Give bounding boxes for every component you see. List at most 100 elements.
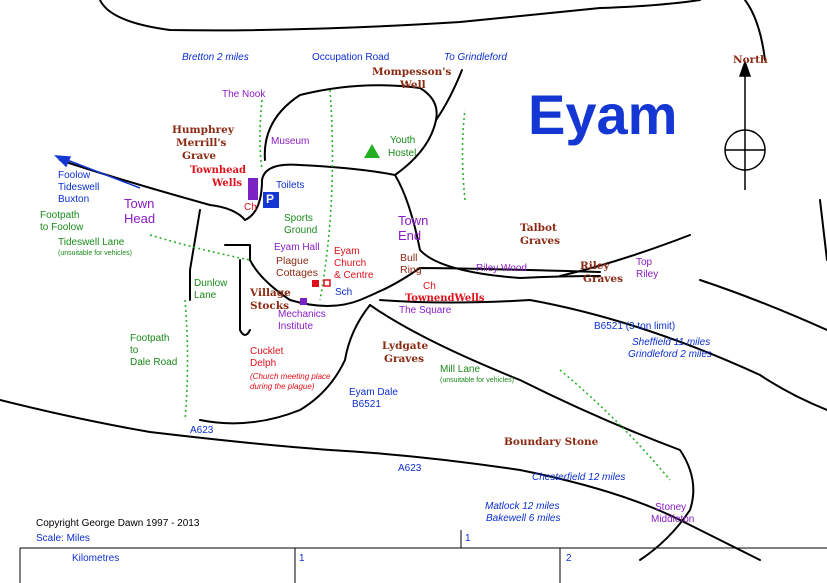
label-the-square: The Square	[399, 305, 452, 316]
label-dunlow-lane: Lane	[194, 290, 217, 301]
foolow-arrow	[54, 155, 141, 189]
label-to-dale: to	[130, 345, 139, 356]
label-dunlow: Dunlow	[194, 278, 228, 289]
copyright-text: Copyright George Dawn 1997 - 2013	[36, 518, 200, 529]
road-edge-right	[819, 199, 827, 261]
label-townend-wells: TownendWells	[405, 293, 485, 304]
label-bull: Bull	[400, 252, 418, 264]
label-tideswell-lane: Tideswell Lane	[58, 237, 125, 248]
map-title: Eyam	[528, 83, 678, 146]
label-chesterfield: Chesterfield 12 miles	[532, 472, 626, 483]
label-top-riley: Riley	[636, 269, 659, 280]
label-cucklet: Cucklet	[250, 346, 284, 357]
label-ch-left: Ch	[244, 202, 257, 213]
label-townhead-wells: Wells	[212, 178, 243, 189]
road-mill-lane	[369, 304, 695, 561]
wells-marker	[248, 178, 258, 200]
label-talbot-graves: Graves	[520, 235, 560, 247]
parking-box	[263, 192, 279, 208]
label-dale-road: Dale Road	[130, 357, 178, 368]
label-b6521-limit: B6521 (3 ton limit)	[594, 321, 676, 332]
scale-miles-label: Scale: Miles	[36, 533, 90, 544]
scale-km-label: Kilometres	[72, 553, 120, 564]
footpath-central	[319, 89, 334, 301]
label-eyam-hall: Eyam Hall	[274, 242, 320, 253]
scale-miles-tick-1: 1	[465, 533, 471, 544]
label-village: Village	[250, 287, 291, 299]
label-sheffield: Sheffield 11 miles	[632, 337, 711, 348]
label-ground: Ground	[284, 225, 318, 236]
label-grave: Grave	[182, 150, 217, 162]
label-tideswell: Tideswell	[58, 182, 100, 193]
label-buxton: Buxton	[58, 194, 90, 205]
label-head: Head	[124, 211, 156, 226]
label-cucklet-note1: (Church meeting place	[250, 372, 331, 381]
label-occupation-road: Occupation Road	[312, 52, 390, 63]
label-bakewell: Bakewell 6 miles	[486, 513, 561, 524]
label-riley-graves: Graves	[583, 273, 623, 285]
label-ch-right: Ch	[423, 281, 436, 292]
label-talbot: Talbot	[520, 222, 557, 234]
label-foolow: Foolow	[58, 170, 91, 181]
road-dale	[199, 304, 371, 425]
footpath-foolow	[149, 234, 251, 261]
label-a623-mid: A623	[398, 463, 422, 474]
label-lydgate: Lydgate	[382, 340, 429, 352]
label-matlock: Matlock 12 miles	[485, 501, 560, 512]
label-town-end: Town	[398, 213, 429, 228]
label-bretton: Bretton 2 miles	[182, 52, 249, 63]
label-footpath-foolow: Footpath	[40, 210, 80, 221]
road-stocks-lane	[239, 259, 251, 336]
footpath-right	[461, 109, 466, 201]
label-church: Church	[334, 258, 367, 269]
road-foolow	[59, 159, 246, 221]
label-mompessons: Mompesson's	[372, 66, 452, 78]
footpath-nook	[259, 99, 263, 171]
roads	[0, 0, 827, 561]
label-toilets: Toilets	[276, 180, 305, 191]
label-a623-left: A623	[190, 425, 214, 436]
scale-bar	[19, 530, 827, 583]
footpath-dale-road	[184, 299, 189, 421]
label-unsuitable2: (unsuitable for vehicles)	[440, 377, 514, 384]
label-youth: Youth	[390, 135, 416, 146]
label-town: Town	[124, 196, 155, 211]
north-label: North	[733, 54, 768, 66]
label-cucklet-note2: during the plague)	[250, 382, 315, 391]
label-to-foolow: to Foolow	[40, 222, 84, 233]
label-centre: & Centre	[334, 270, 374, 281]
parking-icon: P	[266, 192, 275, 206]
road-far-right	[699, 279, 827, 331]
label-eyam: Eyam	[334, 246, 360, 257]
label-to-grindleford: To Grindleford	[444, 52, 507, 63]
road-main-south	[249, 259, 379, 307]
label-stocks: Stocks	[250, 300, 290, 312]
label-merrills: Merrill's	[176, 137, 227, 149]
label-top: Top	[636, 257, 653, 268]
label-eyam-dale: Eyam Dale	[349, 387, 398, 398]
footpaths	[149, 89, 671, 481]
scale-km-tick-1: 1	[299, 553, 305, 564]
label-unsuitable1: (unsuitable for vehicles)	[58, 250, 132, 257]
hostel-triangle	[364, 144, 380, 158]
label-mechanics: Mechanics	[278, 309, 326, 320]
label-lydgate-graves: Graves	[384, 353, 424, 365]
label-delph: Delph	[250, 358, 277, 369]
label-sch: Sch	[335, 287, 353, 298]
road-dunlow-lane	[189, 209, 201, 301]
label-hostel: Hostel	[388, 148, 417, 159]
label-ring: Ring	[400, 264, 422, 276]
label-townhead: Townhead	[190, 165, 246, 176]
label-humphrey: Humphrey	[172, 124, 234, 136]
road-top-right	[744, 0, 766, 61]
label-grindleford2: Grindleford 2 miles	[628, 349, 712, 360]
label-b6521: B6521	[352, 399, 381, 410]
road-to-riley	[377, 267, 601, 293]
road-main-north	[244, 163, 601, 279]
label-end: End	[398, 228, 422, 243]
label-the-nook: The Nook	[222, 89, 266, 100]
school-marker	[323, 279, 331, 287]
label-riley-wood: Riley Wood	[476, 263, 527, 274]
label-cottages: Cottages	[276, 267, 319, 279]
